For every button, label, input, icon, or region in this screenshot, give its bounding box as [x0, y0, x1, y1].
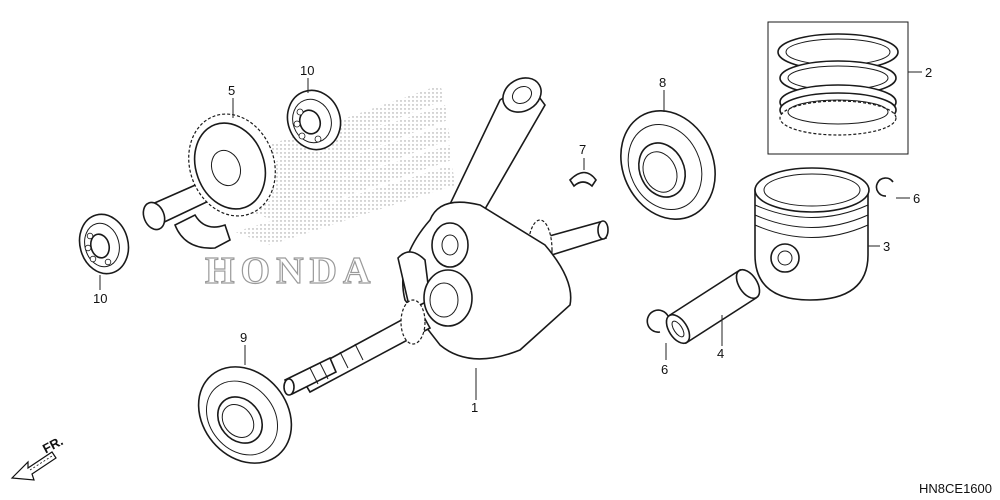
callout-6-upper: 6 [913, 191, 920, 206]
piston [754, 167, 870, 301]
callout-10-upper: 10 [300, 63, 314, 78]
callout-7: 7 [579, 142, 586, 157]
woodruff-key [568, 171, 597, 188]
diagram-code: HN8CE1600 [919, 481, 992, 496]
crankshaft-bearing-left [197, 366, 293, 464]
crankshaft-assembly [283, 77, 609, 396]
ball-bearing-upper [286, 89, 342, 151]
callout-labels: 1 2 3 4 5 6 6 7 8 9 10 10 [93, 63, 932, 415]
callout-2: 2 [925, 65, 932, 80]
callout-4: 4 [717, 346, 724, 361]
callout-9: 9 [240, 330, 247, 345]
piston-pin-clip-lower [646, 309, 669, 333]
piston-ring-set [767, 21, 909, 155]
piston-pin [665, 268, 761, 345]
front-direction-arrow [10, 451, 57, 481]
callout-6-lower: 6 [661, 362, 668, 377]
callout-8: 8 [659, 75, 666, 90]
leader-lines [99, 71, 922, 400]
watermark-text: HONDA [205, 250, 376, 292]
callout-1: 1 [471, 400, 478, 415]
crankshaft-bearing-right [620, 110, 716, 220]
callout-3: 3 [883, 239, 890, 254]
callout-5: 5 [228, 83, 235, 98]
piston-pin-clip-upper [875, 177, 894, 197]
ball-bearing-lower [78, 213, 130, 275]
balancer-shaft [142, 113, 276, 249]
callout-10-lower: 10 [93, 291, 107, 306]
